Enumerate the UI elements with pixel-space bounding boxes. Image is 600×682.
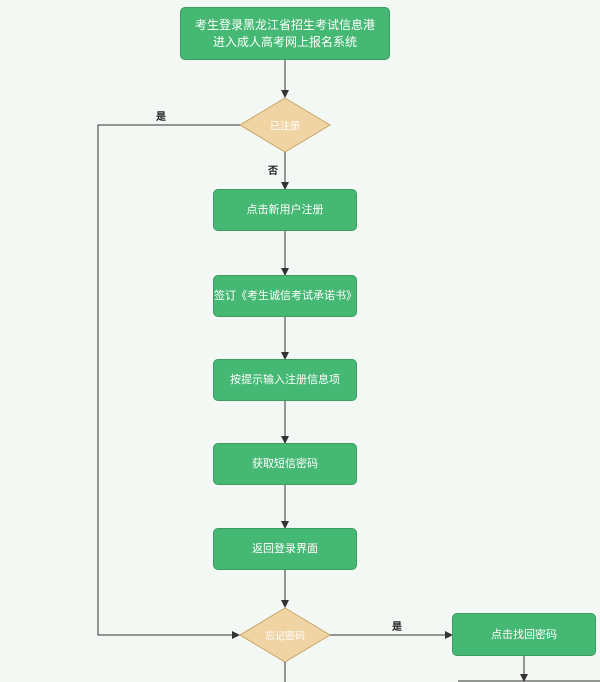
start-line1: 考生登录黑龙江省招生考试信息港 [194, 17, 375, 32]
step-input-info-label: 按提示输入注册信息项 [230, 373, 340, 386]
step-return-login-label: 返回登录界面 [252, 542, 318, 555]
step-new-user: 点击新用户注册 [213, 189, 357, 231]
arrow-registered-yes-to-forgot [97, 124, 240, 639]
step-get-sms-label: 获取短信密码 [252, 457, 318, 470]
step-sign-pledge-label: 签订《考生诚信考试承诺书》 [214, 289, 357, 302]
start-box: 考生登录黑龙江省招生考试信息港 进入成人高考网上报名系统 [180, 7, 390, 60]
step-sign-pledge: 签订《考生诚信考试承诺书》 [213, 275, 357, 317]
decision-forgot-label: 忘记密码 [265, 631, 305, 643]
decision-registered-label: 已注册 [270, 121, 300, 133]
step-return-login: 返回登录界面 [213, 528, 357, 570]
step-input-info: 按提示输入注册信息项 [213, 359, 357, 401]
step-retrieve-password: 点击找回密码 [452, 613, 596, 656]
step-new-user-label: 点击新用户注册 [246, 203, 324, 216]
start-line2: 进入成人高考网上报名系统 [212, 34, 357, 49]
step-retrieve-password-label: 点击找回密码 [491, 627, 557, 641]
step-get-sms: 获取短信密码 [213, 443, 357, 485]
edge-label-yes-forgot: 是 [392, 622, 402, 633]
edge-label-yes-registered: 是 [156, 112, 166, 123]
edge-label-no: 否 [268, 166, 278, 177]
